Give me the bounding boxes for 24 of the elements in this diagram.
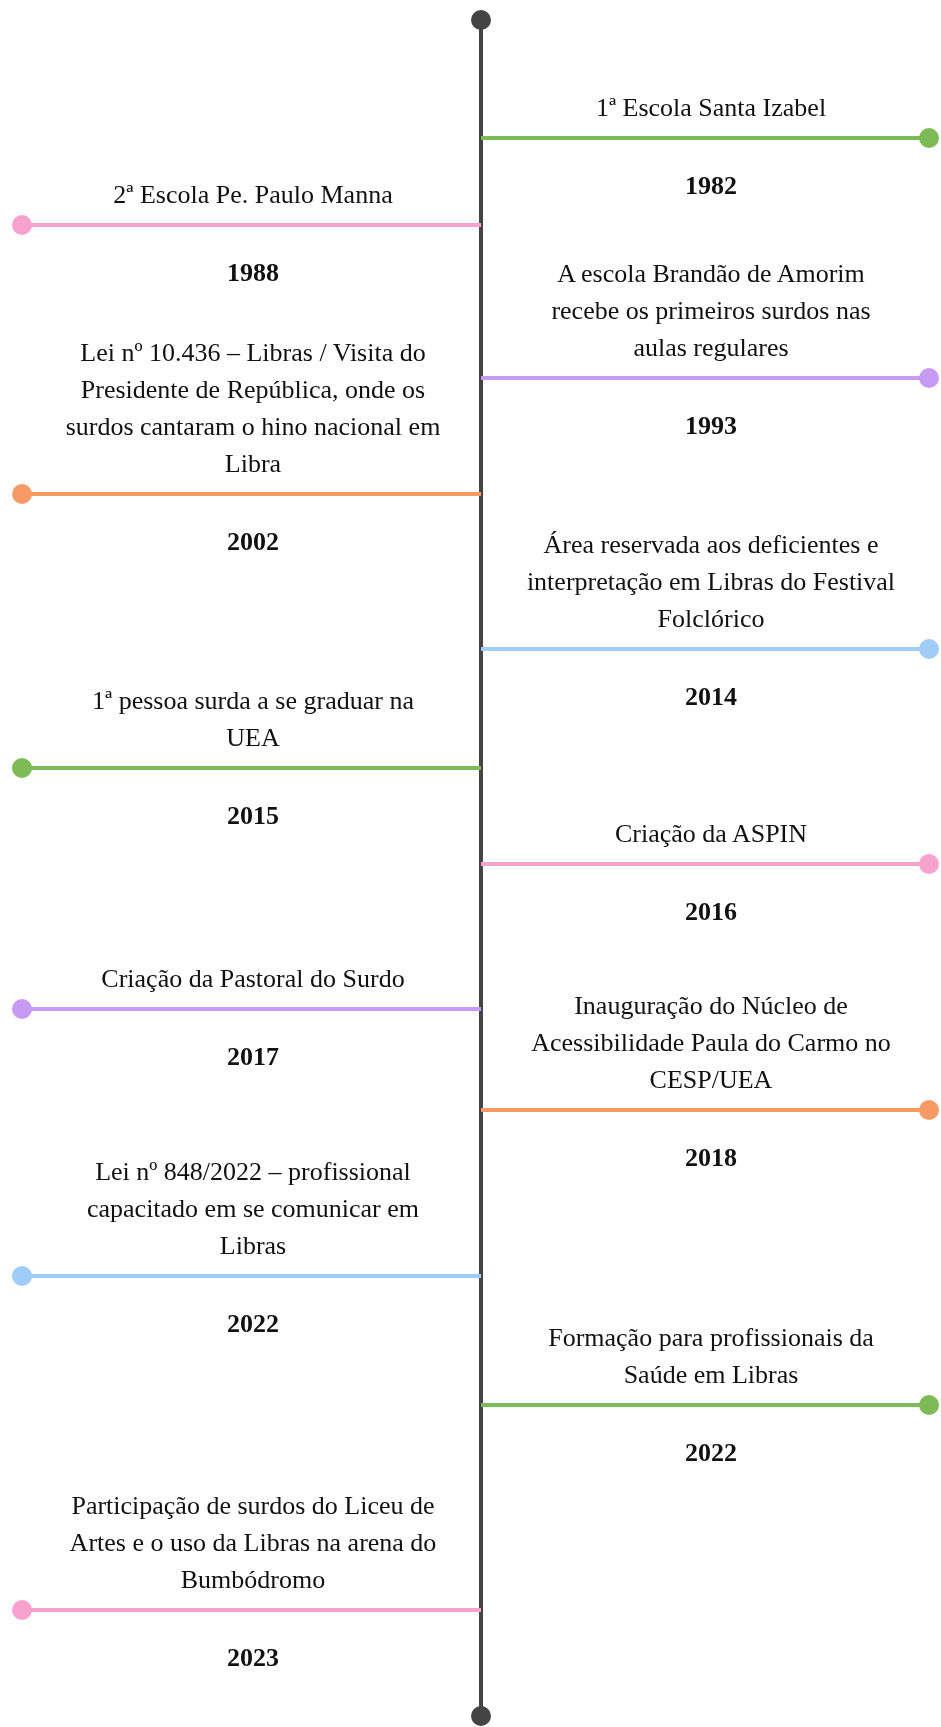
event-description: Formação para profissionais da Saúde em Libras: [547, 1322, 875, 1391]
event-description: Criação da ASPIN: [614, 818, 808, 850]
event-year: 2016: [685, 896, 737, 928]
event-description: 2ª Escola Pe. Paulo Manna: [113, 179, 393, 211]
event-year: 2015: [227, 800, 279, 832]
event-description: Lei nº 848/2022 – profissional capacitado em se comunicar em Libras: [85, 1156, 421, 1262]
event-year: 1993: [685, 410, 737, 442]
event-description: Participação de surdos do Liceu de Artes e o uso da Libras na arena do Bumbódromo: [68, 1490, 438, 1596]
event-year: 2023: [227, 1642, 279, 1674]
event-year: 2014: [685, 681, 737, 713]
event-description: Área reservada aos deficientes e interpretação em Libras do Festival Folclórico: [525, 529, 897, 635]
event-description: Criação da Pastoral do Surdo: [101, 963, 405, 995]
event-year: 2022: [685, 1437, 737, 1469]
event-description: Lei nº 10.436 – Libras / Visita do Presidente de República, onde os surdos cantaram o hino nacional em Libra: [65, 337, 441, 480]
event-description: 1ª Escola Santa Izabel: [595, 92, 827, 124]
event-year: 2022: [227, 1308, 279, 1340]
event-year: 1982: [685, 170, 737, 202]
event-year: 2002: [227, 526, 279, 558]
event-year: 2018: [685, 1142, 737, 1174]
event-description: A escola Brandão de Amorim recebe os primeiros surdos nas aulas regulares: [550, 258, 872, 364]
event-year: 1988: [227, 257, 279, 289]
event-description: Inauguração do Núcleo de Acessibilidade Paula do Carmo no CESP/UEA: [530, 990, 892, 1096]
event-description: 1ª pessoa surda a se graduar na UEA: [91, 685, 415, 754]
event-year: 2017: [227, 1041, 279, 1073]
